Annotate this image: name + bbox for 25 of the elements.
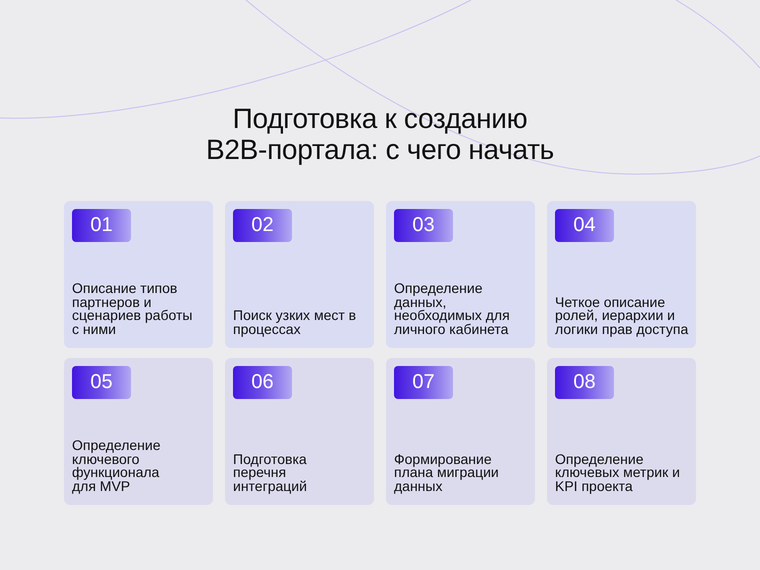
step-card <box>547 201 696 348</box>
step-number-badge: 02 <box>233 209 292 242</box>
step-number-badge: 08 <box>555 366 614 399</box>
step-description: Определение данных, необходимых для личного кабинета <box>394 282 511 337</box>
step-description: Подготовка перечня интеграций <box>233 452 308 494</box>
step-description: Поиск узких мест в процессах <box>233 309 358 337</box>
step-description: Формирование плана миграции данных <box>394 452 500 494</box>
step-number-badge: 07 <box>394 366 453 399</box>
step-card <box>225 201 374 348</box>
title: Подготовка к созданию B2B-портала: с чего начать <box>205 103 555 165</box>
step-description: Определение ключевых метрик и KPI проекта <box>555 452 681 494</box>
step-card <box>386 358 535 505</box>
step-number-badge: 03 <box>394 209 453 242</box>
step-number-badge: 01 <box>72 209 131 242</box>
step-number-badge: 05 <box>72 366 131 399</box>
step-number-badge: 06 <box>233 366 292 399</box>
step-description: Описание типов партнеров и сценариев работы с ними <box>72 282 194 337</box>
step-card <box>547 358 696 505</box>
step-number-badge: 04 <box>555 209 614 242</box>
step-description: Определение ключевого функционала для MVP <box>72 438 162 494</box>
step-description: Четкое описание ролей, иерархии и логики прав доступа <box>555 296 690 337</box>
step-card <box>386 201 535 348</box>
step-card <box>64 358 213 505</box>
step-card <box>225 358 374 505</box>
step-card <box>64 201 213 348</box>
